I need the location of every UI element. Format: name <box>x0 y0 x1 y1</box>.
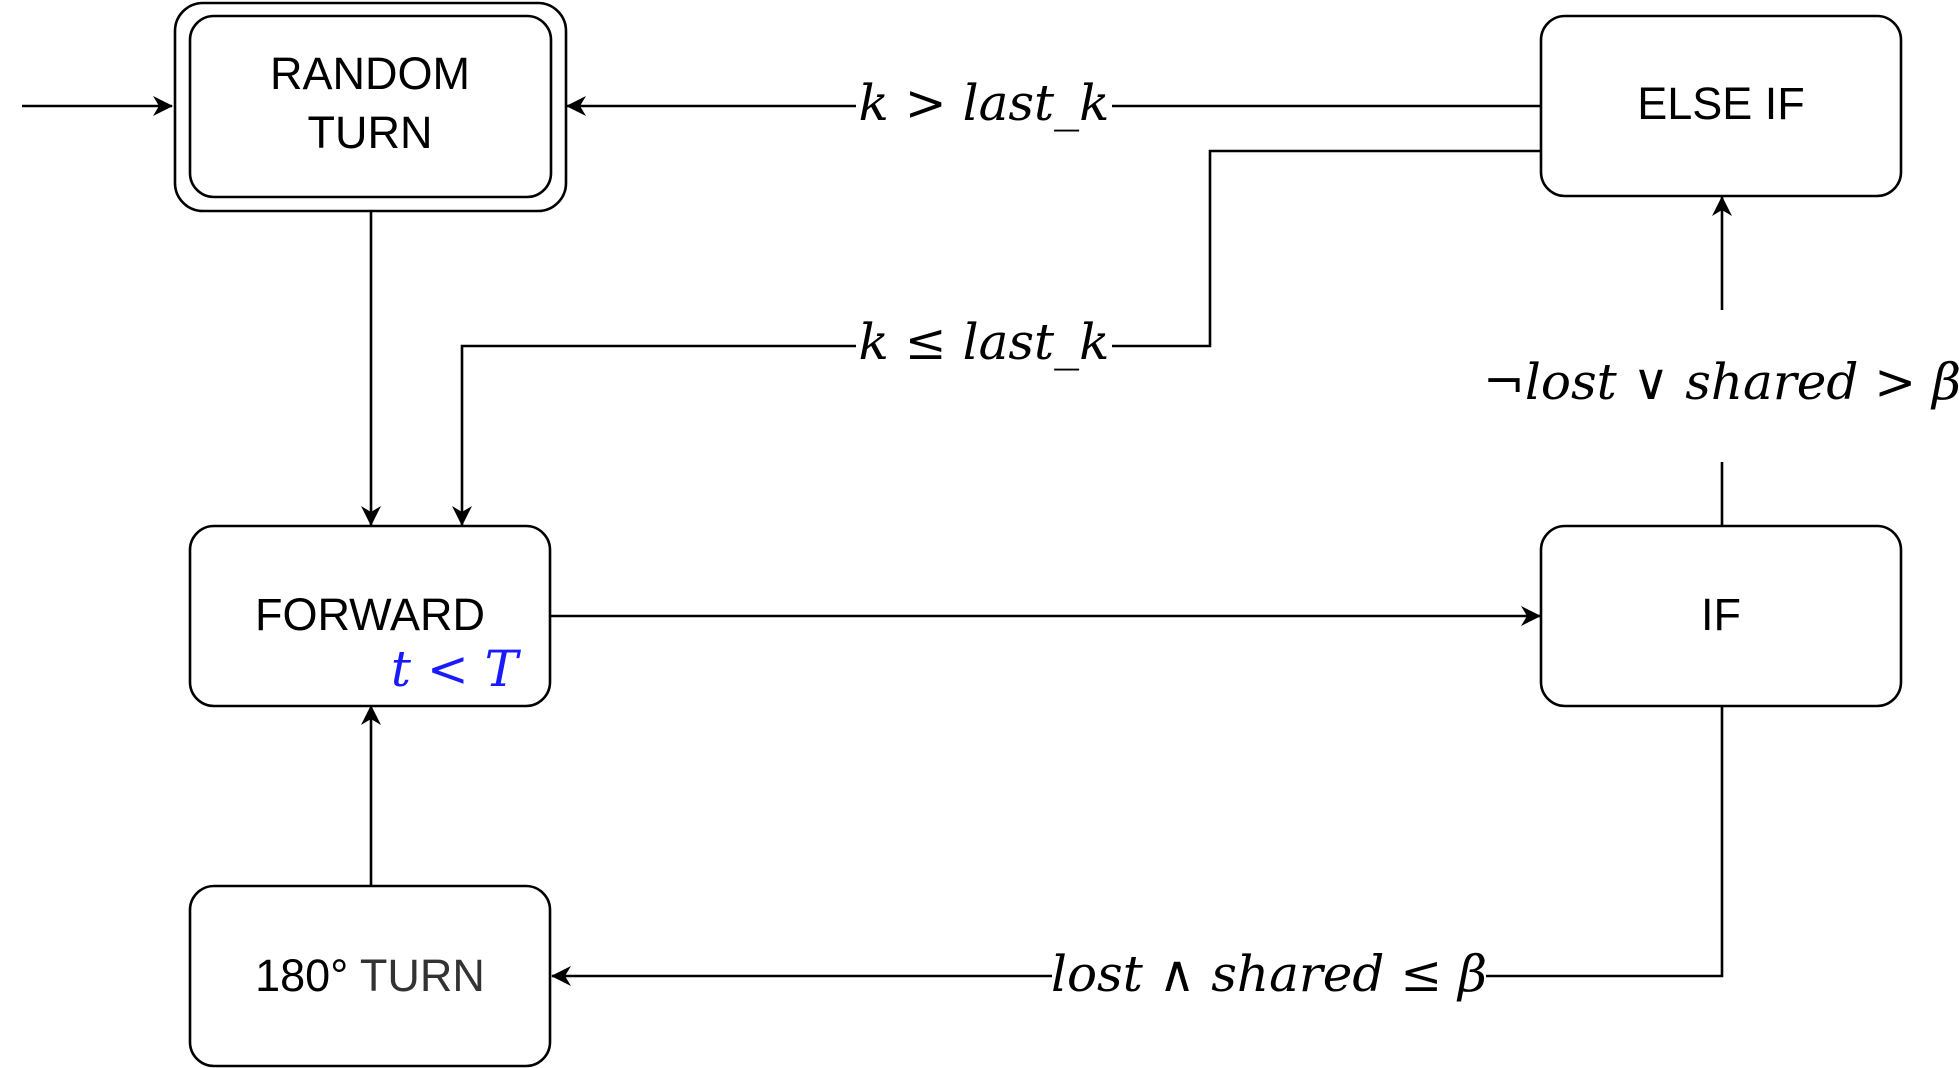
node-turn-180-label: 180° TURN <box>255 950 485 1001</box>
node-turn-180-degrees: 180° <box>255 950 348 1001</box>
edge-elseif-to-forward-left <box>452 344 856 526</box>
edge-label-k-greater-last-k: k > last_k <box>859 74 1110 132</box>
node-random-turn: RANDOM TURN <box>173 1 568 213</box>
node-forward: FORWARD t < T <box>188 524 552 708</box>
edge-label-lost-and-shared-leq-beta: lost ∧ shared ≤ β <box>1051 945 1487 1003</box>
edge-elseif-to-forward-right <box>1112 149 1540 348</box>
edge-label-not-lost-or-shared-gt-beta: ¬lost ∨ shared > β <box>1483 353 1959 411</box>
edge-if-to-turn180-right <box>1486 706 1724 978</box>
node-random-turn-label-line2: TURN <box>308 107 433 158</box>
node-else-if: ELSE IF <box>1539 14 1903 198</box>
node-else-if-label: ELSE IF <box>1637 78 1805 129</box>
edge-label-k-leq-last-k: k ≤ last_k <box>859 313 1110 371</box>
node-if-label: IF <box>1701 589 1741 640</box>
node-forward-label: FORWARD <box>255 589 485 640</box>
node-forward-time-condition: t < T <box>391 640 522 698</box>
node-random-turn-inner-border <box>188 14 553 199</box>
node-random-turn-label-line1: RANDOM <box>270 48 470 99</box>
node-turn-180-word: TURN <box>360 950 485 1001</box>
node-if: IF <box>1539 524 1903 708</box>
node-turn-180: 180° TURN <box>188 884 552 1068</box>
